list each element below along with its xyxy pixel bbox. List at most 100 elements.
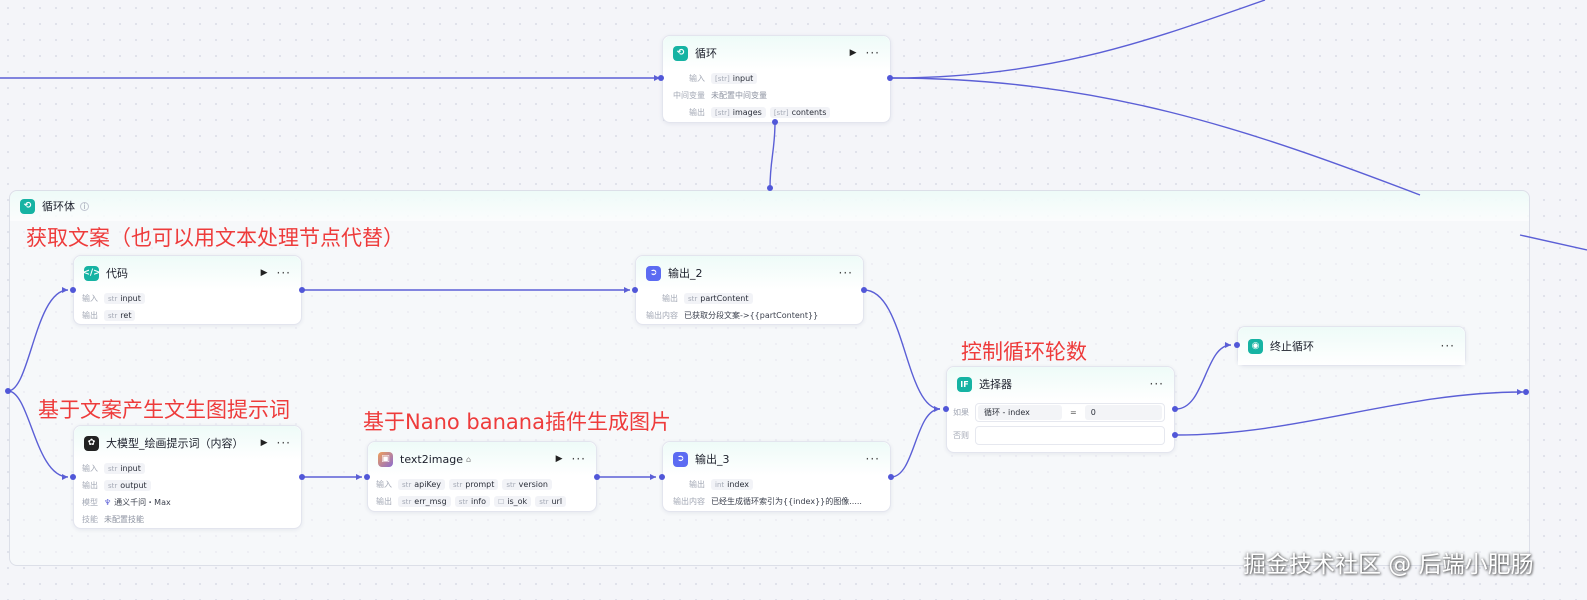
run-icon[interactable]: ▶ <box>555 454 563 464</box>
skill-label: 技能 <box>82 515 98 524</box>
type-tag: str <box>688 294 698 303</box>
port[interactable] <box>299 287 305 293</box>
port[interactable] <box>887 75 893 81</box>
info-icon[interactable]: i <box>80 201 89 211</box>
port[interactable] <box>943 406 949 412</box>
model-label: 模型 <box>82 498 98 507</box>
port[interactable] <box>772 119 778 125</box>
more-icon[interactable]: ··· <box>838 266 853 280</box>
selector-node-title: 选择器 <box>979 378 1012 391</box>
port[interactable] <box>861 287 867 293</box>
port[interactable] <box>5 388 11 394</box>
more-icon[interactable]: ··· <box>1149 377 1164 391</box>
param-name: input <box>732 74 754 83</box>
port[interactable] <box>632 287 638 293</box>
else-box[interactable] <box>975 425 1165 445</box>
type-tag: [str] <box>715 108 730 117</box>
param-name: url <box>551 497 563 506</box>
loop-node[interactable]: ⟲ 循环 ▶ ··· 输入 [str]input 中间变量 未配置中间变量 输出… <box>662 35 891 123</box>
output-label: 输出 <box>662 294 678 303</box>
type-tag: str <box>402 480 412 489</box>
param-name: partContent <box>700 294 749 303</box>
stop-node-title: 终止循环 <box>1270 340 1314 353</box>
output3-node-title: 输出_3 <box>695 453 730 466</box>
port[interactable] <box>888 474 894 480</box>
type-tag: str <box>506 480 516 489</box>
more-icon[interactable]: ··· <box>276 436 291 450</box>
port[interactable] <box>1523 389 1529 395</box>
loop-icon: ⟲ <box>673 45 688 61</box>
more-icon[interactable]: ··· <box>571 452 586 466</box>
stop-loop-node[interactable]: ◉ 终止循环 ··· <box>1237 326 1466 366</box>
more-icon[interactable]: ··· <box>276 266 291 280</box>
loop-body-header: ⟲ 循环体 i <box>10 191 1529 221</box>
port[interactable] <box>299 474 305 480</box>
type-tag: [str] <box>773 108 789 117</box>
output-label: 输出 <box>689 480 705 489</box>
loop-output-chip: [str]contents <box>769 107 831 118</box>
type-tag: str <box>108 481 118 490</box>
param-name: input <box>120 294 141 303</box>
else-branch-row: 否则 <box>947 423 1174 447</box>
output-icon: ➲ <box>646 265 661 281</box>
content-value: 已经生成循环索引为{{index}}的图像..... <box>711 497 862 506</box>
model-icon: ♆ <box>104 498 112 507</box>
param-name: contents <box>791 108 827 117</box>
param-name: is_ok <box>507 497 528 506</box>
llm-node-title: 大模型_绘画提示词（内容） <box>106 437 244 450</box>
port[interactable] <box>1234 342 1240 348</box>
condition-box[interactable]: 循环 - index = 0 <box>975 402 1165 422</box>
param-name: prompt <box>465 480 495 489</box>
watermark: 掘金技术社区 @ 后端小肥肠 <box>1243 552 1534 578</box>
more-icon[interactable]: ··· <box>865 452 880 466</box>
more-icon[interactable]: ··· <box>865 46 880 60</box>
run-icon[interactable]: ▶ <box>260 438 268 448</box>
condition-right[interactable]: 0 <box>1084 404 1162 420</box>
port[interactable] <box>364 474 370 480</box>
port[interactable] <box>658 75 664 81</box>
loop-input-chip: [str]input <box>711 73 758 84</box>
param-name: index <box>727 480 750 489</box>
type-tag: str <box>539 497 549 506</box>
param-name: err_msg <box>414 497 447 506</box>
port[interactable] <box>1172 406 1178 412</box>
condition-operator[interactable]: = <box>1070 407 1077 417</box>
port[interactable] <box>659 474 665 480</box>
code-node-title: 代码 <box>106 267 128 280</box>
loop-body-title: 循环体 <box>42 200 75 213</box>
type-tag: str <box>453 480 463 489</box>
content-label: 输出内容 <box>673 497 705 506</box>
more-icon[interactable]: ··· <box>1440 339 1455 353</box>
port[interactable] <box>70 287 76 293</box>
port[interactable] <box>594 474 600 480</box>
type-tag: [str] <box>715 74 730 83</box>
output-label: 输出 <box>689 108 705 117</box>
port[interactable] <box>70 474 76 480</box>
llm-icon: ✿ <box>84 435 99 451</box>
port[interactable] <box>767 185 773 191</box>
t2i-output-chip: ☐is_ok <box>493 496 532 507</box>
mid-var-label: 中间变量 <box>673 91 705 100</box>
type-tag: str <box>402 497 412 506</box>
output2-node-title: 输出_2 <box>668 267 703 280</box>
condition-left[interactable]: 循环 - index <box>978 404 1062 420</box>
type-tag: str <box>108 464 118 473</box>
run-icon[interactable]: ▶ <box>260 268 268 278</box>
param-name: version <box>518 480 548 489</box>
run-icon[interactable]: ▶ <box>849 48 857 58</box>
mid-var-value: 未配置中间变量 <box>711 91 767 100</box>
port[interactable] <box>1172 432 1178 438</box>
selector-node[interactable]: IF 选择器 ··· 如果 循环 - index = 0 否则 <box>946 366 1175 453</box>
